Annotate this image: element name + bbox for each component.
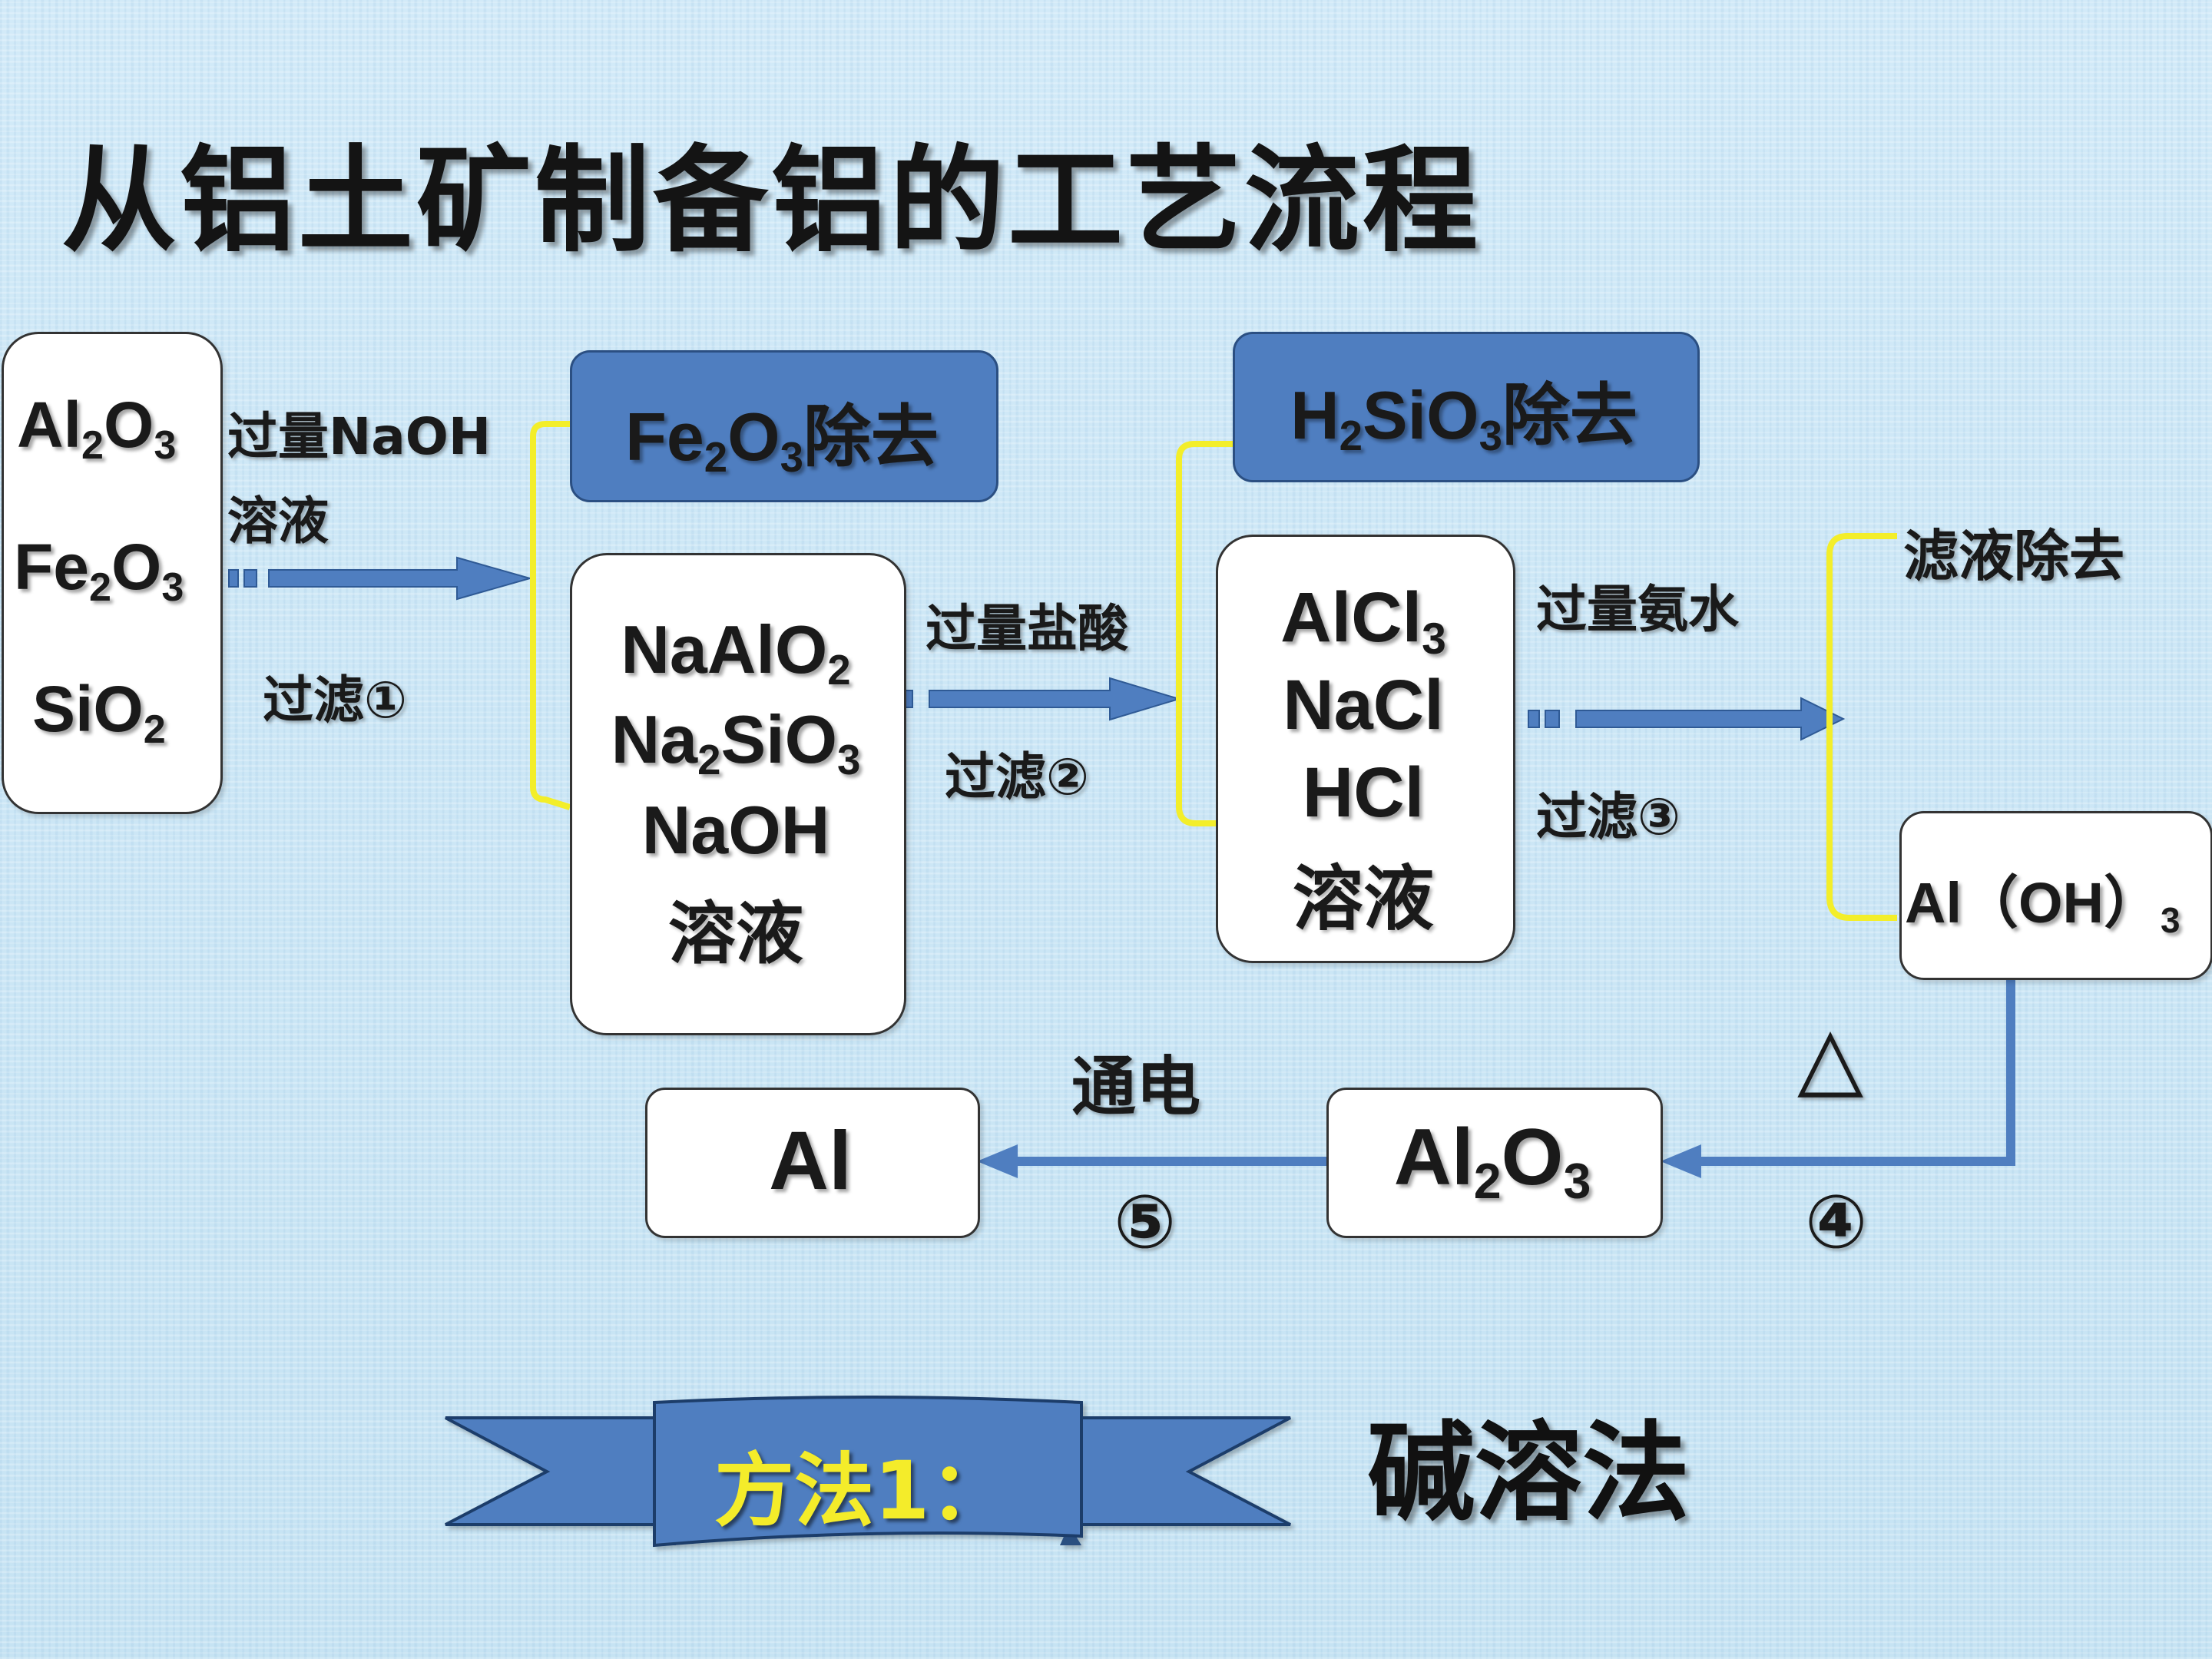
formula-hcl: HCl — [1302, 753, 1425, 832]
raw-material-box — [2, 332, 223, 814]
formula-alcl3: AlCl3 — [1280, 578, 1446, 664]
step5-number: ⑤ — [1114, 1179, 1177, 1265]
bracket-split2 — [1176, 441, 1253, 826]
arrow-step1 — [228, 556, 533, 601]
arrow-step5 — [977, 1144, 1326, 1178]
product-box — [645, 1088, 980, 1238]
arrow-step2 — [882, 677, 1182, 721]
formula-fe2o3-raw: Fe2O3 — [14, 531, 184, 610]
removed-h2sio3-box — [1233, 332, 1700, 482]
method-name: 碱溶法 — [1367, 1411, 1690, 1536]
formula-al2o3-alumina: Al2O3 — [1393, 1113, 1591, 1210]
removed-h2sio3-label: H2SiO3除去 — [1290, 376, 1637, 460]
bracket-split3 — [1826, 533, 1897, 921]
page-title: 从铝土矿制备铝的工艺流程 — [61, 134, 1482, 268]
formula-aloh3: Al（OH）3 — [1905, 871, 2181, 940]
removed-fe2o3-label: Fe2O3除去 — [625, 397, 939, 482]
precipitate-box — [1899, 811, 2212, 980]
filtrate1-box — [570, 553, 906, 1035]
formula-al2o3-raw: Al2O3 — [17, 389, 177, 468]
removed-fe2o3-box — [570, 350, 998, 502]
arrow-step4 — [1661, 977, 2015, 1178]
step2-filter-label: 过滤② — [945, 747, 1089, 806]
formula-sio2-raw: SiO2 — [32, 673, 166, 752]
arrow-step3 — [1528, 697, 1846, 741]
step5-electrolysis-label: 通电 — [1071, 1049, 1201, 1124]
step4-number: ④ — [1805, 1179, 1868, 1265]
method-number-label: 方法1： — [714, 1444, 1010, 1538]
formula-al-product: Al — [769, 1114, 852, 1207]
method-banner — [445, 1396, 1291, 1548]
step1-reagent-line1: 过量NaOH — [227, 407, 492, 466]
step3-reagent: 过量氨水 — [1536, 580, 1739, 639]
formula-naoh: NaOH — [641, 792, 830, 868]
filtrate2-box — [1216, 535, 1515, 963]
bracket-split1 — [530, 421, 571, 810]
formula-nacl: NaCl — [1283, 666, 1444, 744]
filtrate1-solution-label: 溶液 — [667, 894, 803, 973]
step1-reagent-line2: 溶液 — [227, 492, 329, 551]
formula-naalo2: NaAlO2 — [621, 611, 851, 694]
step1-filter-label: 过滤① — [263, 671, 407, 730]
step3-filter-label: 过滤③ — [1536, 787, 1681, 846]
removed-filtrate-label: 滤液除去 — [1903, 524, 2125, 588]
formula-na2sio3: Na2SiO3 — [611, 701, 861, 784]
filtrate2-solution-label: 溶液 — [1292, 858, 1434, 940]
alumina-box — [1326, 1088, 1663, 1238]
step4-heat-symbol: △ — [1797, 1008, 1864, 1108]
step2-reagent: 过量盐酸 — [926, 599, 1128, 658]
